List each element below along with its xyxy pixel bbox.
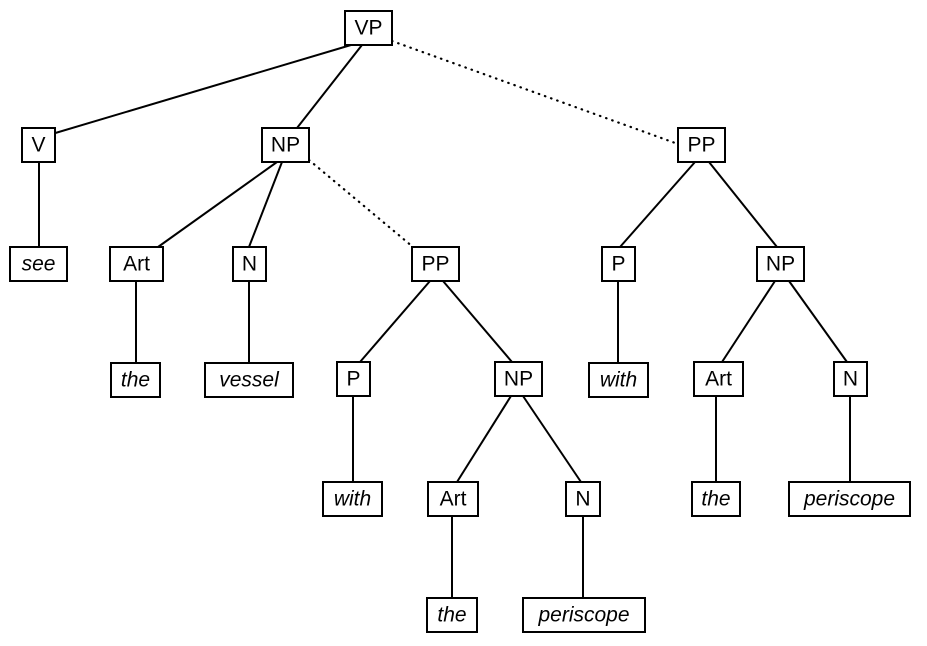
node-border-v: [21, 127, 56, 163]
tree-edge-pp_r-to-np_r: [708, 161, 778, 248]
tree-edge-pp_m-to-p_m: [359, 280, 431, 363]
node-label-with_r: with: [600, 369, 637, 392]
tree-node-vp[interactable]: VP: [344, 10, 393, 46]
node-label-n_r: N: [843, 368, 858, 391]
tree-node-p_m[interactable]: P: [336, 361, 371, 397]
node-label-the_r: the: [701, 488, 730, 511]
node-border-vessel: [204, 362, 294, 398]
tree-node-p_r[interactable]: P: [601, 246, 636, 282]
tree-node-the_m[interactable]: the: [426, 597, 478, 633]
node-border-np_r: [756, 246, 805, 282]
node-label-np_r: NP: [766, 253, 795, 276]
tree-node-n_r[interactable]: N: [833, 361, 868, 397]
node-border-vp: [344, 10, 393, 46]
tree-edge-vp-to-v: [51, 44, 352, 135]
node-border-with_m: [322, 481, 383, 517]
node-label-peri_r: periscope: [803, 488, 895, 511]
node-border-peri_m: [522, 597, 646, 633]
node-border-art_m: [427, 481, 479, 517]
node-label-n_m: N: [575, 488, 590, 511]
tree-edge-vp-to-np1: [296, 44, 363, 129]
tree-node-art_r[interactable]: Art: [693, 361, 744, 397]
tree-edge-np1-to-pp_m: [307, 158, 415, 249]
tree-node-v[interactable]: V: [21, 127, 56, 163]
tree-edge-np1-to-art1: [157, 161, 278, 248]
tree-node-np_m[interactable]: NP: [494, 361, 543, 397]
tree-node-the1[interactable]: the: [110, 362, 161, 398]
node-border-np1: [261, 127, 310, 163]
node-label-peri_m: periscope: [537, 604, 629, 627]
node-label-np1: NP: [271, 134, 300, 157]
tree-edge-pp_m-to-np_m: [442, 280, 513, 363]
node-border-see: [9, 246, 68, 282]
node-label-the1: the: [121, 369, 150, 392]
node-border-the_m: [426, 597, 478, 633]
tree-node-with_r[interactable]: with: [588, 362, 649, 398]
node-border-pp_m: [411, 246, 460, 282]
tree-node-art_m[interactable]: Art: [427, 481, 479, 517]
node-label-art_r: Art: [705, 368, 732, 391]
node-label-p_m: P: [346, 368, 360, 391]
tree-node-the_r[interactable]: the: [691, 481, 741, 517]
node-border-art_r: [693, 361, 744, 397]
tree-edge-np1-to-n1: [248, 161, 283, 248]
node-label-the_m: the: [437, 604, 466, 627]
tree-node-n_m[interactable]: N: [565, 481, 601, 517]
tree-node-pp_m[interactable]: PP: [411, 246, 460, 282]
tree-node-np_r[interactable]: NP: [756, 246, 805, 282]
node-label-vp: VP: [354, 17, 382, 40]
node-border-the1: [110, 362, 161, 398]
tree-edge-np_m-to-art_m: [456, 395, 512, 483]
edge-layer: [38, 39, 851, 598]
node-label-np_m: NP: [504, 368, 533, 391]
tree-edge-np_r-to-n_r: [788, 280, 848, 363]
node-border-art1: [109, 246, 164, 282]
node-border-peri_r: [788, 481, 911, 517]
node-border-pp_r: [677, 127, 726, 163]
tree-edge-np_m-to-n_m: [522, 395, 582, 483]
node-label-pp_m: PP: [421, 253, 449, 276]
node-border-with_r: [588, 362, 649, 398]
node-border-n1: [232, 246, 267, 282]
tree-node-n1[interactable]: N: [232, 246, 267, 282]
tree-node-np1[interactable]: NP: [261, 127, 310, 163]
tree-node-peri_r[interactable]: periscope: [788, 481, 911, 517]
tree-node-see[interactable]: see: [9, 246, 68, 282]
tree-node-with_m[interactable]: with: [322, 481, 383, 517]
tree-edge-np_r-to-art_r: [721, 280, 776, 363]
node-label-vessel: vessel: [219, 369, 280, 392]
node-label-p_r: P: [611, 253, 625, 276]
tree-node-vessel[interactable]: vessel: [204, 362, 294, 398]
node-label-see: see: [22, 253, 56, 276]
node-label-art1: Art: [123, 253, 150, 276]
tree-edge-vp-to-pp_r: [390, 39, 680, 146]
node-border-np_m: [494, 361, 543, 397]
node-label-with_m: with: [334, 488, 371, 511]
node-label-pp_r: PP: [687, 134, 715, 157]
node-label-art_m: Art: [440, 488, 467, 511]
node-border-n_m: [565, 481, 601, 517]
tree-edge-pp_r-to-p_r: [619, 161, 696, 248]
node-label-n1: N: [242, 253, 257, 276]
tree-node-pp_r[interactable]: PP: [677, 127, 726, 163]
node-border-p_r: [601, 246, 636, 282]
tree-node-peri_m[interactable]: periscope: [522, 597, 646, 633]
node-label-v: V: [31, 134, 45, 157]
node-border-p_m: [336, 361, 371, 397]
tree-node-art1[interactable]: Art: [109, 246, 164, 282]
node-border-the_r: [691, 481, 741, 517]
node-border-n_r: [833, 361, 868, 397]
